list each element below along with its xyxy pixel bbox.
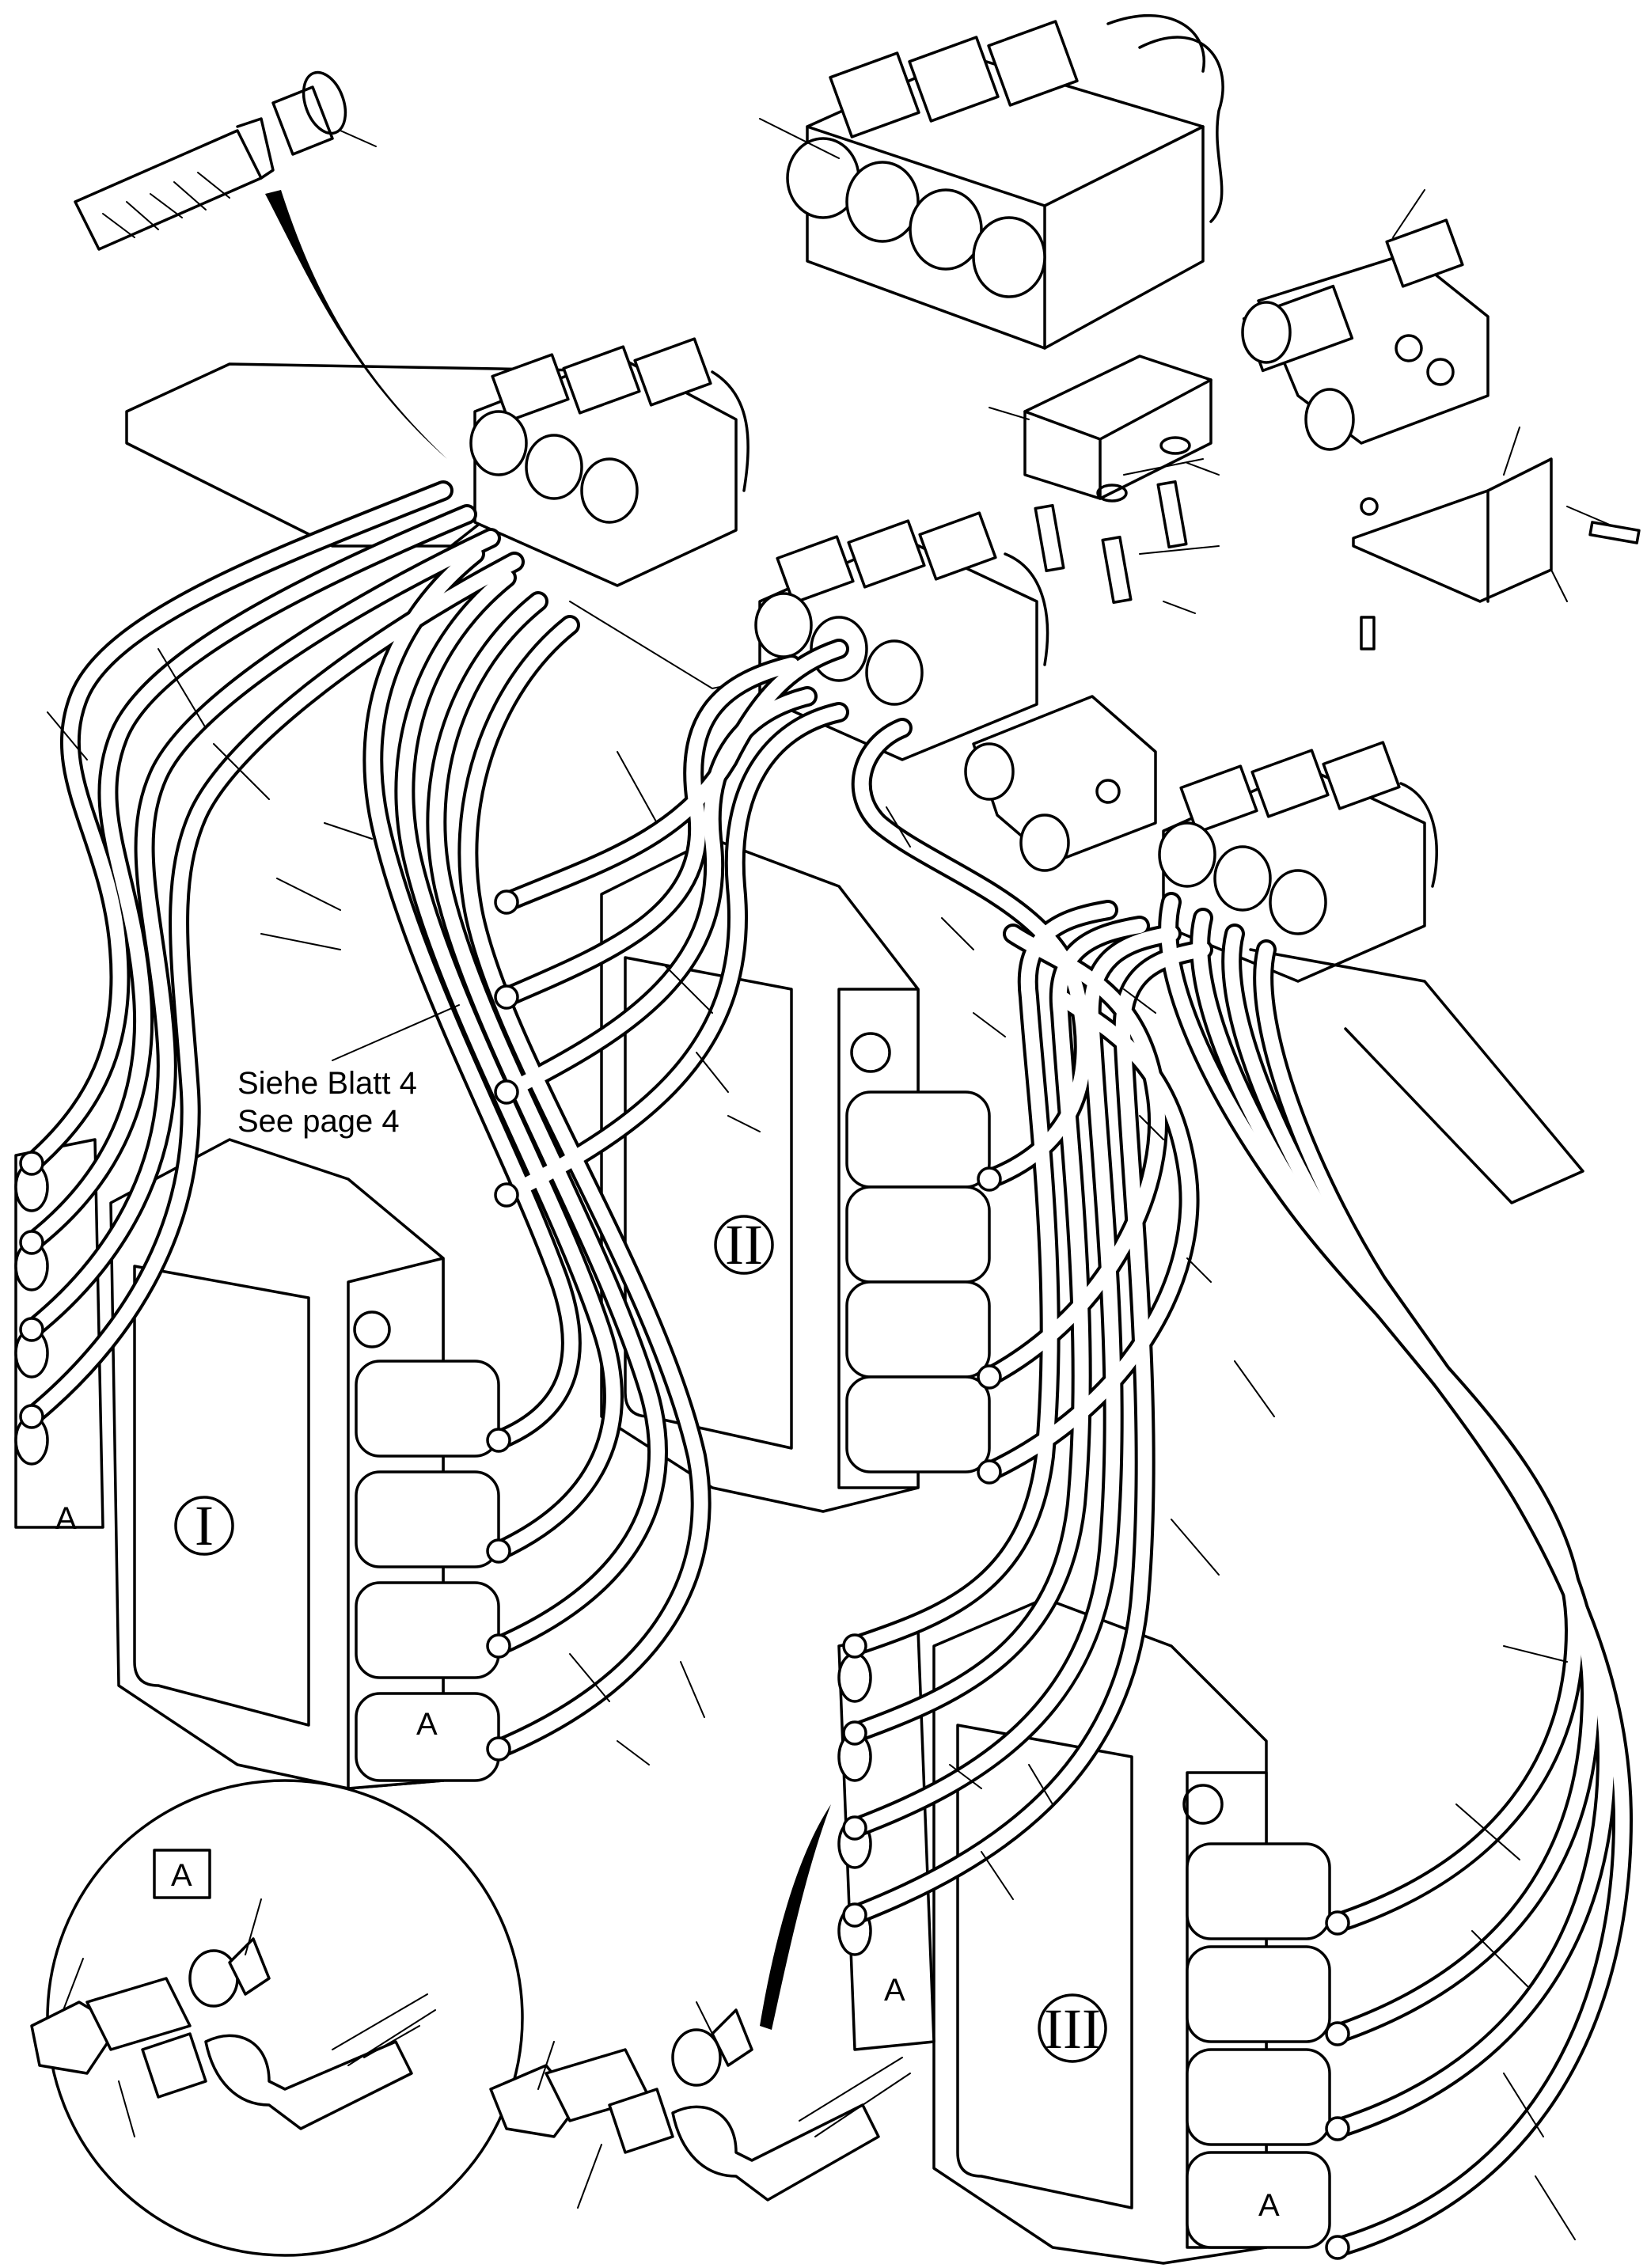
note-line-1: Siehe Blatt 4 (237, 1066, 417, 1101)
hoses (21, 480, 1633, 2258)
detail-a-box (153, 1849, 211, 1899)
marker-a-block-3-left: A (884, 1973, 905, 2008)
valve-block-1 (14, 1138, 500, 1790)
hose-2 (25, 507, 474, 1250)
valve-stack-top (759, 14, 1224, 350)
hose-17 (848, 919, 1147, 1740)
fittings-block-1-left (19, 1151, 44, 1429)
marker-a-block-3-right: A (1258, 2188, 1280, 2223)
mounting-bracket (1352, 427, 1641, 650)
hose-11 (499, 689, 814, 1099)
hose-7 (429, 594, 666, 1653)
fittings-block-3-right (1325, 1910, 1350, 2260)
fittings-block-2-left (494, 889, 519, 1208)
detail-a-box-label: A (171, 1858, 192, 1893)
hose-6 (397, 571, 620, 1558)
hose-23 (1256, 942, 1630, 2255)
hose-20 (1161, 895, 1582, 1930)
hose-18 (848, 927, 1178, 1835)
valve-block-2 (600, 837, 991, 1513)
valve-block-3 (837, 1597, 1331, 2265)
hose-10 (499, 658, 799, 1004)
directional-valve-middle (964, 695, 1157, 872)
mounting-block (989, 355, 1220, 614)
marker-a-block-1-left: A (55, 1501, 77, 1536)
hose-3 (25, 531, 498, 1337)
detail-fitting-bottom (489, 1804, 911, 2209)
marker-a-block-1-right: A (416, 1707, 438, 1742)
fittings-block-2-right (977, 1166, 1002, 1485)
valve-label-1: I (195, 1494, 214, 1557)
valve-label-3: III (1044, 1997, 1101, 2061)
valve-stack-left (125, 337, 749, 587)
hose-16 (848, 903, 1115, 1653)
note-line-2: See page 4 (237, 1104, 400, 1139)
directional-valve-top-right (1241, 189, 1490, 451)
hose-19 (848, 942, 1210, 1922)
hose-end-top-left (74, 70, 447, 459)
hose-15 (982, 990, 1197, 1479)
hose-5 (366, 547, 579, 1447)
hose-12 (499, 705, 846, 1202)
fittings-block-3-left (842, 1633, 867, 1928)
hose-13 (854, 721, 1091, 1186)
leader-lines (47, 648, 1576, 2240)
hose-4 (25, 555, 522, 1424)
valve-label-2: II (725, 1213, 763, 1276)
fittings-block-1-right (486, 1428, 511, 1762)
hose-1 (25, 484, 450, 1170)
detail-circle-a (30, 1779, 524, 2257)
hose-8 (461, 618, 708, 1756)
